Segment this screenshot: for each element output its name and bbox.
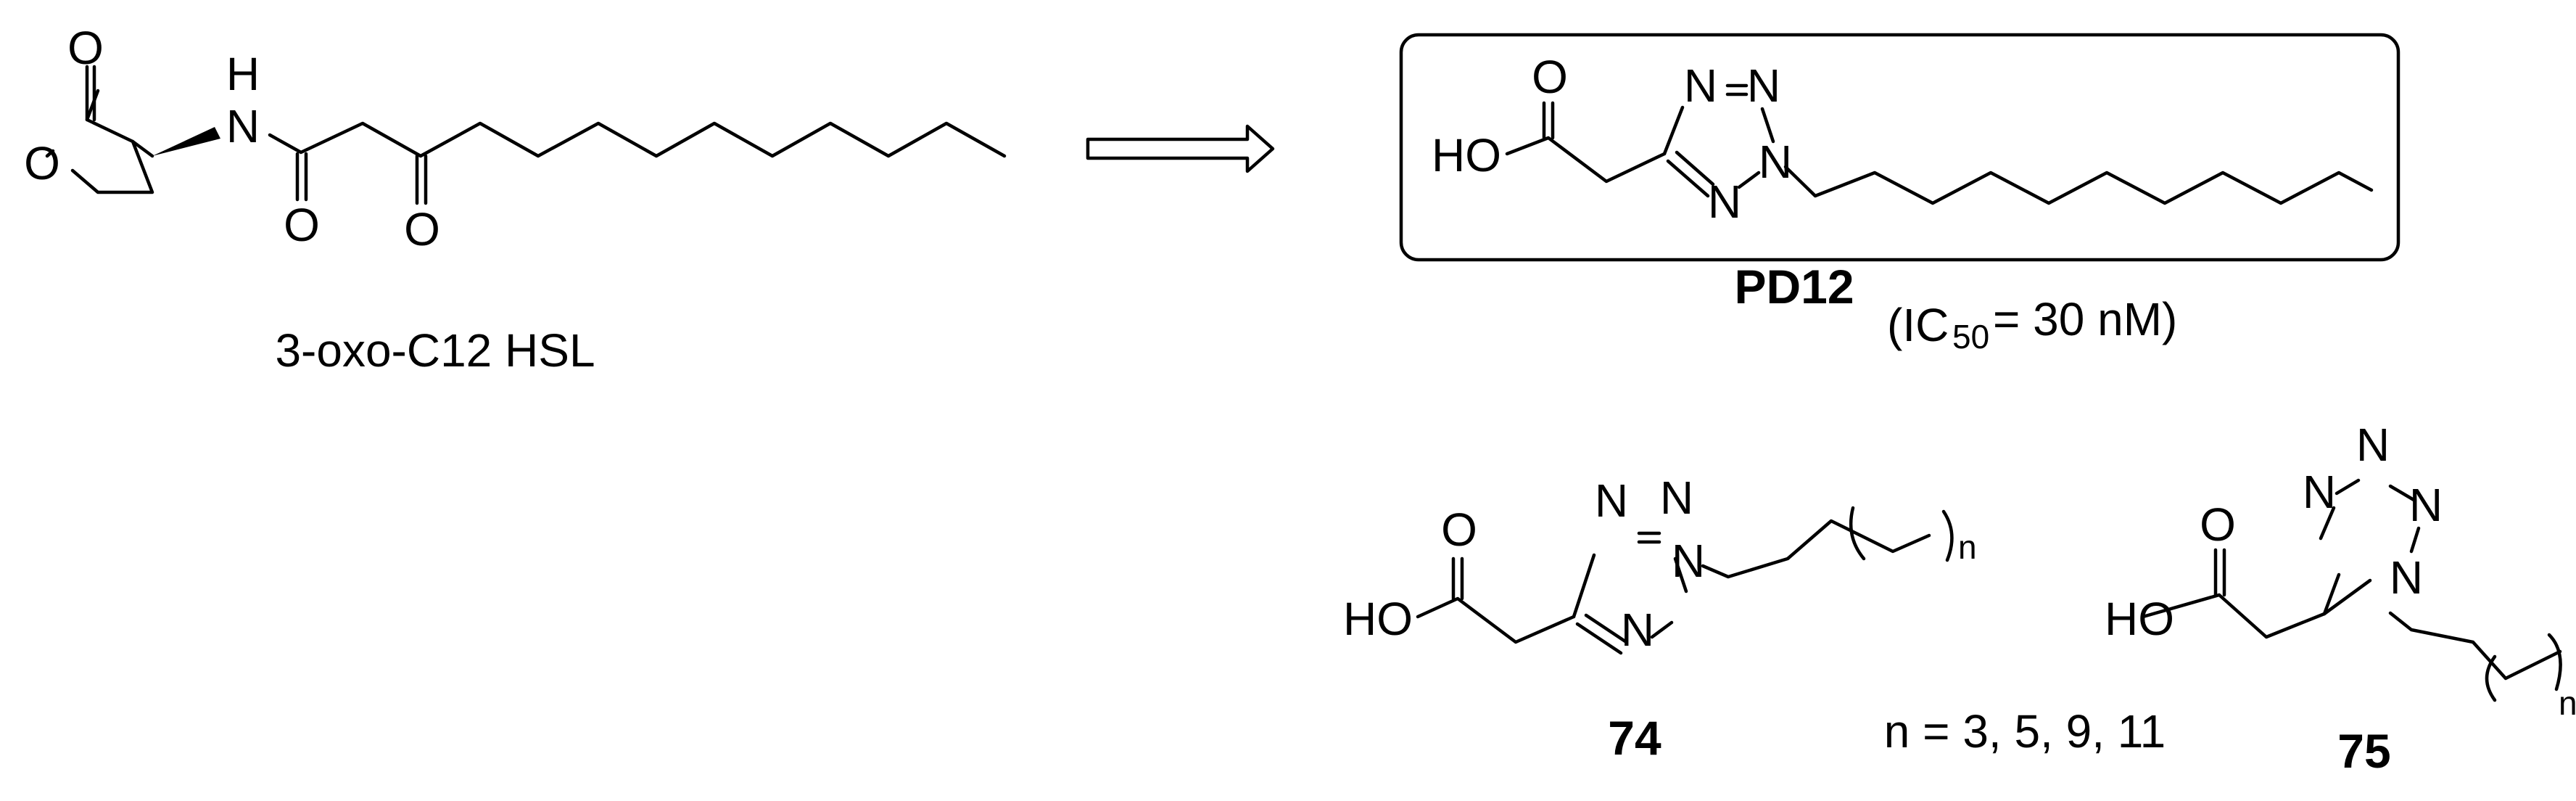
- c74-acid-carbonyl: [1451, 556, 1464, 601]
- pd12-structure: O HO N N N N: [1432, 51, 2374, 228]
- c75-acid-bonds: [2141, 593, 2327, 639]
- ic50-open: (IC: [1887, 299, 1949, 351]
- compound-75-label: 75: [2337, 724, 2390, 778]
- pd12-caption: PD12: [1734, 260, 1854, 313]
- atom-o-keto: O: [404, 203, 440, 255]
- pd12-atom-n2: N: [1747, 59, 1780, 112]
- c74-atom-n3: N: [1672, 535, 1705, 587]
- pd12-atom-n3: N: [1759, 136, 1792, 188]
- atom-h-amide: H: [226, 48, 260, 100]
- keto-carbonyl: [415, 154, 428, 205]
- compound-74-label: 74: [1608, 711, 1661, 765]
- c75-repeat-brackets: [2485, 633, 2562, 702]
- pd12-tetrazole-ring: [1662, 83, 1775, 198]
- c75-acid-carbonyl: [2213, 548, 2226, 597]
- hsl-amide-chain: [131, 121, 1007, 158]
- lactone-ring-bonds: [45, 89, 154, 194]
- atom-o-amide: O: [284, 199, 320, 251]
- amide-carbonyl: [295, 152, 308, 202]
- atom-n-amide: N: [226, 100, 260, 152]
- pd12-ic50: (IC 50 = 30 nM): [1887, 293, 2177, 356]
- atom-o-ring: O: [24, 137, 60, 189]
- c74-atom-ho: HO: [1343, 593, 1413, 645]
- carbonyl-double-bond: [85, 65, 96, 122]
- c75-alkyl-chain: [2388, 611, 2562, 681]
- open-arrow: [1086, 124, 1275, 173]
- c74-atom-n1: N: [1595, 475, 1628, 527]
- hsl-structure: O O H N O O: [24, 22, 1007, 255]
- c74-atom-n2: N: [1660, 472, 1693, 524]
- pd12-atom-ho: HO: [1432, 129, 1501, 181]
- pd12-atom-n4: N: [1708, 176, 1741, 228]
- c74-repeat-brackets: [1849, 506, 1954, 562]
- pd12-alkyl-chain: [1783, 165, 2374, 205]
- c75-atom-n4: N: [2390, 551, 2423, 604]
- c75-atom-n2: N: [2303, 466, 2336, 518]
- compound-75-structure: O HO N N N N n: [2105, 419, 2576, 722]
- c75-tetrazole-ring: [2319, 478, 2421, 616]
- pd12-box: [1399, 33, 2400, 262]
- c74-acid-bonds: [1416, 596, 1576, 644]
- c74-tetrazole-ring: [1572, 531, 1688, 655]
- ic50-value: = 30 nM): [1993, 293, 2177, 345]
- hsl-caption: 3-oxo-C12 HSL: [275, 324, 595, 377]
- c75-atom-ho: HO: [2105, 593, 2174, 645]
- compound-74-structure: O HO N N N N n: [1343, 472, 1977, 656]
- c74-atom-o: O: [1441, 504, 1477, 556]
- c75-atom-o: O: [2200, 498, 2236, 551]
- c75-atom-n1: N: [2356, 419, 2390, 471]
- n-values-caption: n = 3, 5, 9, 11: [1884, 705, 2166, 757]
- pd12-acid-carbonyl: [1542, 101, 1555, 140]
- ic50-subscript: 50: [1952, 318, 1989, 356]
- c74-alkyl-chain: [1701, 519, 1931, 579]
- c74-atom-n4: N: [1621, 604, 1654, 656]
- pd12-acid-bonds: [1505, 136, 1667, 184]
- pd12-atom-o: O: [1532, 51, 1568, 103]
- pd12-atom-n1: N: [1684, 59, 1717, 112]
- c74-n-subscript: n: [1958, 528, 1977, 566]
- c75-n-subscript: n: [2559, 684, 2576, 722]
- atom-o-carbonyl: O: [67, 22, 104, 74]
- c75-atom-n3: N: [2409, 479, 2443, 531]
- stereo-wedge: [152, 127, 220, 156]
